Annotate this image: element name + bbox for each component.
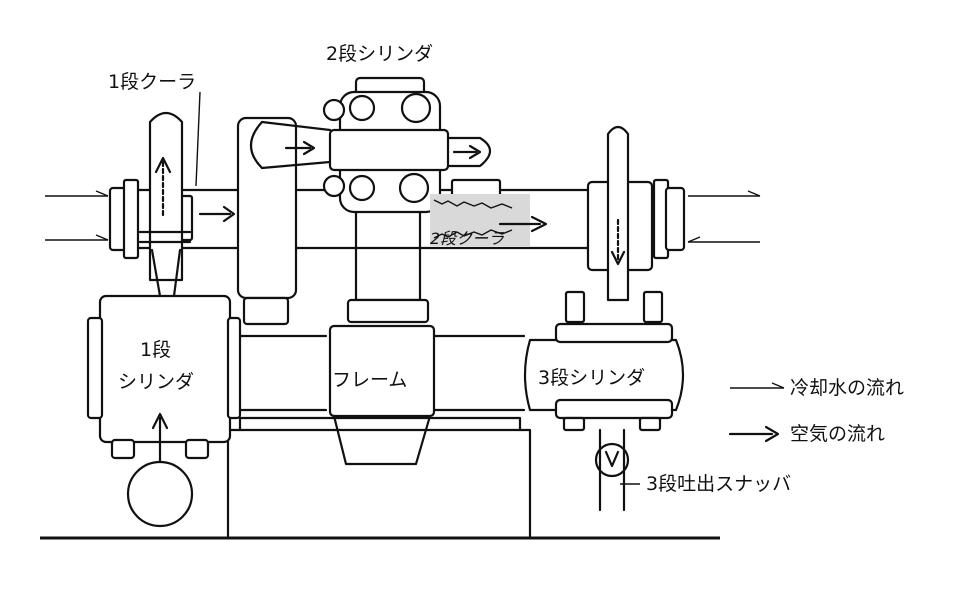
legend-water-label: 冷却水の流れ [790, 377, 904, 399]
suction-filter [126, 460, 194, 528]
label-frame: フレーム [332, 369, 407, 391]
cooler1-tube [138, 111, 192, 298]
frame [328, 324, 436, 466]
cylinder1 [86, 294, 242, 472]
label-cylinder1-line2: シリンダ [118, 371, 194, 393]
frame-cyl3-connector [432, 334, 526, 412]
cooler1-leader [195, 91, 201, 187]
snubber3 [594, 428, 630, 512]
label-cylinder3: 3段シリンダ [538, 367, 645, 389]
cooler2 [430, 194, 548, 246]
label-snubber3: 3段吐出スナッバ [646, 473, 791, 495]
label-cylinder1-line1: 1段 [140, 339, 171, 361]
legend-air-label: 空気の流れ [790, 423, 885, 445]
left-flange [108, 178, 194, 260]
label-cooler2: 2段クーラ [430, 229, 504, 248]
legend: 冷却水の流れ 空気の流れ [728, 377, 904, 445]
foundation [226, 416, 532, 538]
air-arrow-pipe [198, 205, 236, 223]
water-out-arrows [687, 190, 761, 243]
label-cooler1: 1段クーラ [108, 71, 196, 93]
cyl1-frame-connector [238, 334, 328, 412]
label-cylinder2: 2段シリンダ [326, 43, 433, 65]
pipe-cooler-to-cyl2 [236, 116, 332, 326]
cyl3-suction-pipe [586, 125, 654, 302]
right-flange [652, 178, 686, 260]
water-in-arrows [45, 190, 109, 241]
cylinder2 [322, 76, 450, 324]
cylinder3 [523, 290, 685, 432]
cyl2-discharge [446, 136, 502, 200]
